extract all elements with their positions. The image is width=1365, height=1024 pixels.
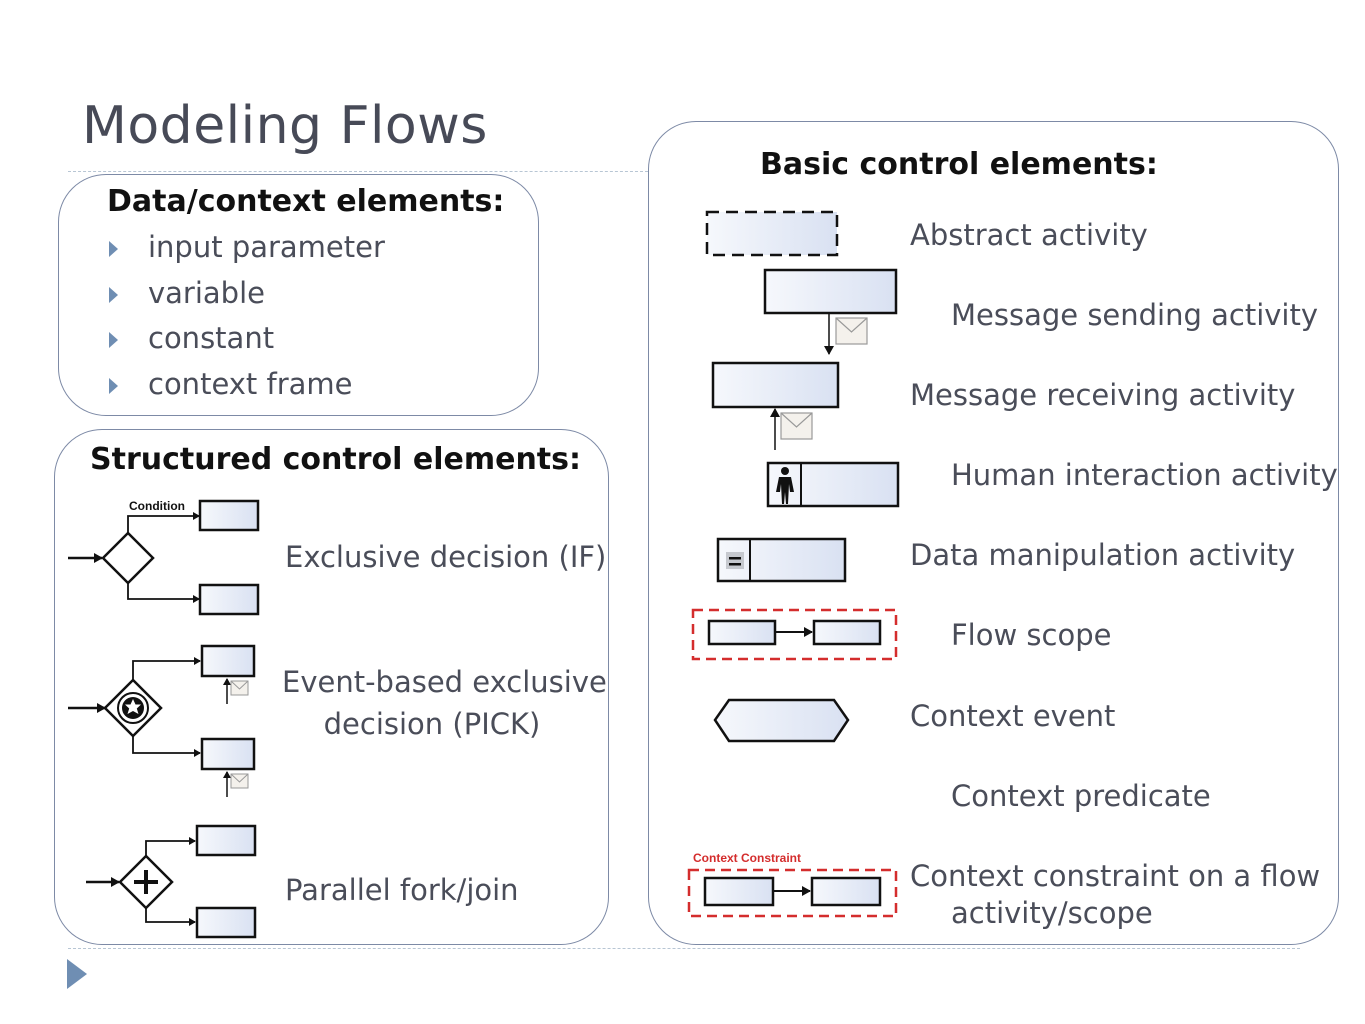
bullet-icon: [109, 332, 118, 348]
list-item: constant: [148, 321, 275, 355]
message-receive-label: Message receiving activity: [910, 378, 1296, 412]
bullet-icon: [109, 287, 118, 303]
data-manipulation-label: Data manipulation activity: [910, 538, 1296, 572]
equals-icon: [726, 552, 744, 569]
parallel-diagram: [86, 824, 257, 939]
bottom-divider: [68, 948, 1300, 949]
list-item: variable: [148, 276, 265, 310]
structured-diagrams: [68, 499, 260, 939]
person-icon: [776, 467, 794, 504]
event-decision-label-line2: decision (PICK): [323, 707, 541, 741]
structured-heading: Structured control elements:: [90, 442, 582, 477]
data-context-panel: [58, 174, 539, 416]
exclusive-decision-label: Exclusive decision (IF): [285, 540, 607, 574]
star-icon: [125, 699, 141, 714]
abstract-activity-label: Abstract activity: [910, 218, 1148, 252]
context-event-label: Context event: [910, 699, 1116, 733]
bullet-icon: [109, 378, 118, 394]
human-activity-label: Human interaction activity: [951, 458, 1338, 492]
basic-panel: [648, 121, 1339, 945]
envelope-icon: [230, 773, 249, 789]
context-constraint-label-line1: Context constraint on a flow: [910, 859, 1321, 893]
data-manipulation-shape: [716, 537, 847, 583]
list-item: context frame: [148, 367, 353, 401]
parallel-label: Parallel fork/join: [285, 873, 519, 907]
context-constraint-shape: [687, 868, 898, 918]
flow-scope-label: Flow scope: [951, 618, 1112, 652]
envelope-icon: [780, 412, 813, 440]
message-send-shape: [763, 268, 898, 315]
envelope-icon: [230, 680, 249, 696]
condition-label: Condition: [129, 499, 185, 513]
bullet-icon: [109, 241, 118, 257]
context-constraint-tag: Context Constraint: [693, 851, 801, 865]
nav-triangle-icon[interactable]: [64, 956, 90, 992]
list-item: input parameter: [148, 230, 385, 264]
basic-heading: Basic control elements:: [760, 147, 1158, 182]
context-event-shape: [713, 698, 850, 743]
exclusive-decision-diagram: [68, 499, 260, 616]
activity-box: [198, 499, 260, 532]
abstract-activity-shape: [705, 210, 839, 257]
message-receive-shape: [711, 361, 840, 409]
decision-diamond: [101, 531, 155, 585]
slide-title: Modeling Flows: [82, 96, 488, 156]
flow-scope-shape: [691, 608, 898, 661]
basic-diagrams: [687, 210, 900, 918]
event-decision-diagram: [68, 644, 256, 797]
data-context-heading: Data/context elements:: [107, 184, 505, 219]
event-decision-label-line1: Event-based exclusive: [282, 665, 607, 699]
context-constraint-label-line2: activity/scope: [951, 896, 1153, 930]
envelope-icon: [835, 317, 868, 345]
top-divider: [68, 171, 648, 172]
message-send-label: Message sending activity: [951, 298, 1319, 332]
context-predicate-label: Context predicate: [951, 779, 1211, 813]
activity-box: [198, 583, 260, 616]
